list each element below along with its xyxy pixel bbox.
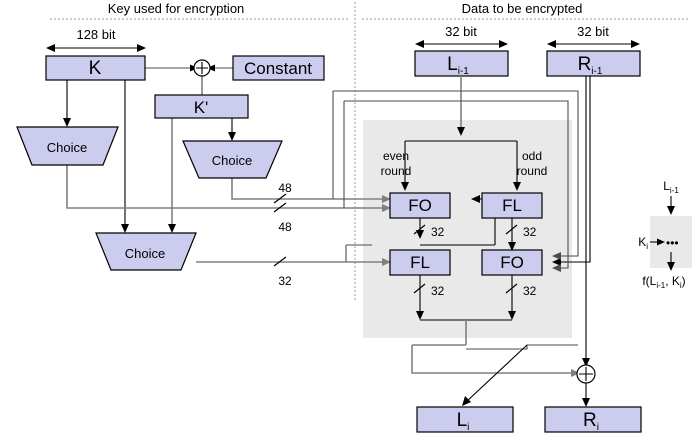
block-L-in[interactable] [414, 50, 509, 77]
block-fo-bottom-right[interactable] [481, 249, 543, 276]
xor-key-side [193, 59, 211, 77]
xor-output [576, 364, 596, 384]
width-indicator-32-left: 32 bit [415, 24, 508, 48]
label-odd-round-2: round [517, 164, 548, 178]
bus-slash-48-upper [273, 193, 287, 204]
bus-slash-32-key [273, 256, 287, 267]
legend-input-label: Li-1 [663, 179, 679, 195]
legend-arrow-out [667, 262, 675, 271]
width-indicator-128: 128 bit [46, 27, 146, 52]
choice-bottom[interactable] [95, 232, 197, 271]
block-R-out[interactable] [544, 406, 642, 433]
header-data-side: Data to be encrypted [462, 1, 583, 16]
block-Kprime[interactable] [154, 94, 249, 119]
width-label-32-left: 32 bit [445, 24, 477, 39]
legend-group: Li-1 Ki ••• f(Li-1, Ki) [638, 179, 692, 290]
block-fl-top-right-label: FL [502, 196, 522, 215]
arrow-kprime-to-choice-right [228, 132, 236, 141]
wire-to-output-xor [411, 345, 575, 374]
arrow-to-L-out [462, 396, 471, 406]
block-R-in[interactable] [546, 50, 641, 77]
block-L-in-label: Li-1 [447, 54, 469, 77]
bus-label-32-a: 32 [431, 225, 445, 239]
block-fo-top-left-label: FO [408, 196, 432, 215]
arrow-constant-to-xor [207, 64, 215, 72]
arrow-bus32-key [382, 258, 391, 266]
block-fo-bottom-right-label: FO [500, 253, 524, 272]
block-constant[interactable] [232, 55, 325, 81]
choice-bottom-label: Choice [125, 246, 165, 261]
choice-left-label: Choice [47, 140, 87, 155]
slash-32-b [505, 224, 518, 235]
slash-32-d [505, 283, 518, 294]
legend-output-label: f(Li-1, Ki) [642, 274, 685, 290]
choice-left[interactable] [16, 126, 119, 166]
arrow-fo-tl-down [416, 230, 424, 239]
arrow-route-outer [552, 252, 561, 260]
block-K[interactable] [45, 55, 146, 81]
arrow-to-output-xor [571, 369, 580, 377]
label-even-round-2: round [381, 164, 412, 178]
arrow-bus48-lower [382, 204, 391, 212]
block-R-in-label: Ri-1 [578, 54, 603, 77]
bus-label-32-d: 32 [523, 284, 537, 298]
arrow-Lin-down [457, 127, 465, 136]
arrow-branch-even [401, 182, 409, 191]
block-fo-top-left[interactable] [389, 192, 451, 219]
arrow-Rin-to-xor-out [582, 358, 590, 367]
arrow-fo-br-down [508, 311, 516, 320]
block-L-out[interactable] [416, 406, 514, 433]
width-indicator-32-right: 32 bit [547, 24, 640, 48]
arrow-bus48-upper [382, 195, 391, 203]
block-K-label: K [89, 58, 102, 79]
legend-key-label: Ki [638, 235, 648, 251]
bus-slash-48-lower [273, 202, 287, 213]
bus-label-48-lower: 48 [278, 220, 292, 234]
arrow-k-to-choice-left [63, 118, 71, 127]
block-fl-top-right[interactable] [481, 192, 543, 219]
block-Kprime-label: K' [194, 98, 209, 117]
arrow-Rin-to-fo-bottom [552, 258, 561, 266]
choice-right-label: Choice [212, 153, 252, 168]
header-key-side: Key used for encryption [108, 1, 245, 16]
choice-right[interactable] [182, 140, 283, 179]
slash-32-a [413, 224, 426, 235]
block-L-out-label: Li [457, 410, 470, 433]
block-fl-bottom-left-label: FL [410, 253, 430, 272]
slash-32-c [413, 283, 426, 294]
arrow-route-inner [552, 264, 561, 272]
legend-arrow-in [667, 206, 675, 215]
arrow-xor-to-R-out [582, 398, 590, 407]
arrow-kprime-to-choice-bottom [168, 224, 176, 233]
arrow-branch-odd [513, 182, 521, 191]
width-label-32-right: 32 bit [577, 24, 609, 39]
arrow-fl-bl-down [416, 311, 424, 320]
legend-arrow-key [657, 238, 665, 246]
arrow-fo-tl-to-fl-tr [471, 195, 480, 203]
arrow-k-to-choice-bottom [121, 224, 129, 233]
wire-choice-right-to-fo [231, 178, 386, 200]
wire-route-inner [344, 100, 569, 269]
round-body-zone [363, 120, 572, 338]
legend-body-dots: ••• [666, 236, 679, 250]
bus-label-32-key: 32 [278, 274, 292, 288]
bus-label-32-b: 32 [523, 225, 537, 239]
label-even-round-1: even [383, 149, 409, 163]
block-constant-label: Constant [244, 59, 312, 78]
bus-label-32-c: 32 [431, 284, 445, 298]
block-R-out-label: Ri [583, 410, 599, 433]
wire-to-L-out [465, 344, 528, 403]
bus-label-48-upper: 48 [278, 181, 292, 195]
block-fl-bottom-left[interactable] [389, 249, 451, 276]
label-odd-round-1: odd [522, 149, 542, 163]
arrow-fl-tr-down [508, 242, 516, 251]
width-label-128: 128 bit [76, 27, 115, 42]
wire-diagonal-route [466, 344, 578, 350]
